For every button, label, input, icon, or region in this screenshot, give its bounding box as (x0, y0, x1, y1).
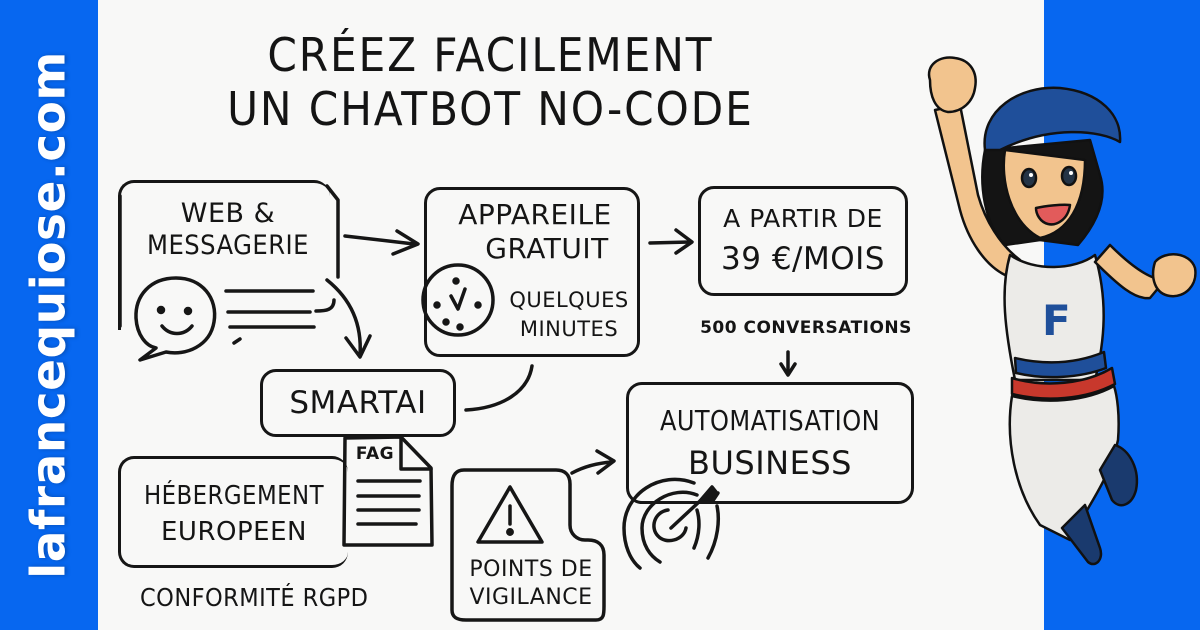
page-title: CRÉEZ FACILEMENT UN CHATBOT NO-CODE (196, 28, 785, 136)
node-hosting-note: CONFORMITÉ RGPD (140, 583, 369, 612)
document-icon (342, 435, 434, 547)
node-automation-label: AUTOMATISATION BUSINESS (659, 404, 881, 482)
shirt-letter: F (1042, 296, 1071, 345)
node-vigilance-label: POINTS DE VIGILANCE (469, 557, 593, 610)
arrow-conversations-to-automation (779, 350, 797, 377)
mascot-character-illustration: F (927, 56, 1197, 566)
smiley-chat-bubble-icon (134, 276, 316, 362)
right-eye (1060, 165, 1078, 187)
arrow-web-to-smartai (325, 278, 372, 359)
raised-fist (927, 56, 977, 114)
warning-triangle-icon (476, 485, 544, 544)
node-pricing (698, 186, 908, 296)
faq-doc-label: FAG (355, 444, 395, 464)
boot-back (1098, 443, 1139, 507)
target-dart-icon (622, 477, 721, 570)
connector-device-to-smartai (464, 364, 534, 412)
arrow-device-to-pricing (648, 228, 694, 255)
clock-icon (421, 263, 495, 337)
belt-red (1010, 366, 1117, 400)
left-eye (1020, 167, 1038, 189)
node-smartai (260, 369, 456, 437)
node-pricing-label: A PARTIR DE 39 €/MOIS (721, 204, 885, 277)
left-brand-band: lafrancequiose.com (0, 0, 98, 630)
arrow-vigilance-to-automation (570, 449, 616, 475)
title-line-1: CRÉEZ FACILEMENT (267, 28, 714, 82)
node-hosting-label: HÉBERGEMENT EUROPEEN (143, 481, 325, 547)
legs (1008, 384, 1120, 542)
boot-front (1060, 503, 1103, 566)
node-free-device (424, 187, 640, 357)
tank-top (1003, 253, 1105, 382)
node-smartai-label: SMARTAI (289, 385, 427, 421)
beret (983, 86, 1122, 152)
mouth (1034, 203, 1072, 226)
belt-blue (1013, 350, 1108, 379)
title-line-2: UN CHATBOT NO-CODE (227, 82, 754, 136)
node-free-device-note: QUELQUES MINUTES (509, 288, 629, 341)
node-web-messaging-label: WEB & MESSAGERIE (147, 198, 309, 262)
arrow-web-to-device (343, 229, 420, 256)
node-automation (626, 382, 914, 504)
node-free-device-label: APPAREILE GRATUIT (458, 198, 612, 265)
node-hosting (118, 456, 348, 568)
node-pricing-note: 500 CONVERSATIONS (700, 318, 912, 338)
right-fist (1151, 253, 1197, 298)
